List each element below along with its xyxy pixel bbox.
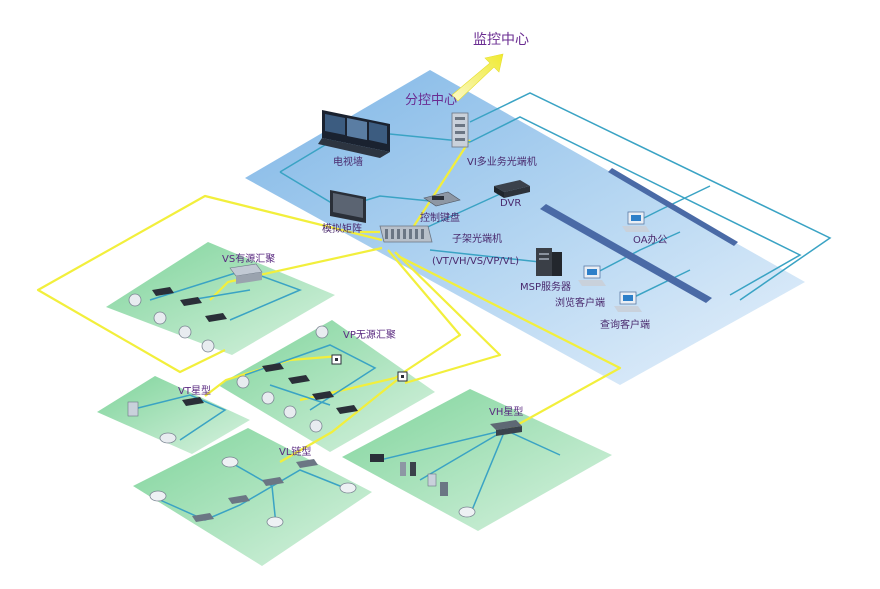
vi-optical-label: VI多业务光端机 (467, 155, 537, 168)
net-query (627, 269, 691, 301)
net-vl (159, 469, 346, 521)
analog-matrix-label: 模拟矩阵 (322, 222, 362, 235)
oa-computer (622, 211, 650, 232)
control-keyboard-label: 控制键盘 (420, 211, 460, 224)
browse-client-computer (578, 265, 606, 286)
backbone-bar-upper (608, 168, 738, 246)
vs-cameras (128, 293, 215, 353)
net-vp-2 (269, 384, 331, 406)
dvr-label: DVR (500, 198, 521, 209)
net-vt (129, 394, 227, 441)
backbone-bar-lower (540, 204, 712, 303)
control-keyboard (423, 191, 461, 207)
net-loop-inner (469, 116, 802, 296)
vt-devices (127, 397, 204, 444)
fiber-vh (397, 255, 622, 431)
tv-wall-label: 电视墙 (333, 155, 363, 168)
fiber-loop-vp-2 (394, 251, 502, 385)
vp-passive-splitters (331, 354, 408, 382)
net-rack-msp (429, 249, 541, 263)
msp-server-label: MSP服务器 (520, 280, 571, 293)
query-client-label: 查询客户端 (600, 318, 650, 331)
vp-zone-label: VP无源汇聚 (343, 328, 396, 341)
vp-cameras (236, 325, 329, 433)
vi-optical-transceiver (451, 112, 469, 148)
analog-matrix (330, 190, 366, 223)
vt-zone-label: VT星型 (178, 384, 211, 397)
net-vs (149, 269, 303, 321)
net-browse (591, 231, 681, 276)
vp-encoders (262, 363, 358, 414)
vs-zone-label: VS有源汇聚 (222, 252, 275, 265)
rack-optical-transceiver (379, 225, 433, 243)
query-client-computer (614, 291, 642, 312)
vh-zone-label: VH星型 (489, 405, 523, 418)
vs-encoders (152, 287, 227, 322)
vl-cameras (149, 456, 357, 528)
net-loop-outer (469, 92, 832, 301)
oa-office-label: OA办公 (633, 233, 668, 246)
msp-server (536, 248, 562, 276)
fiber-to-vi (409, 139, 471, 233)
fiber-lines (36, 139, 622, 463)
monitor-center-label: 监控中心 (473, 32, 529, 48)
vs-aggregator-device (229, 263, 263, 284)
sub-center-label: 分控中心 (405, 93, 457, 108)
arrow-to-monitor-center (451, 53, 504, 102)
fiber-loop-vs (36, 194, 383, 374)
net-vp (244, 344, 377, 411)
fiber-vl (279, 379, 398, 463)
vt-zone-plane (97, 376, 250, 454)
net-vs-2 (189, 289, 251, 301)
tv-wall (318, 110, 390, 158)
vh-devices (370, 420, 522, 518)
rack-optical-label-2: (VT/VH/VS/VP/VL) (432, 256, 519, 267)
dvr-device (494, 180, 530, 198)
net-vl-2 (229, 461, 277, 526)
vl-zone-label: VL链型 (279, 445, 311, 458)
vl-devices (192, 459, 318, 522)
vh-zone-plane (342, 389, 612, 531)
fiber-loop-vs-inner (209, 246, 383, 301)
rack-optical-label-1: 子架光端机 (452, 232, 502, 245)
vp-zone-plane (218, 320, 435, 452)
vs-zone-plane (106, 242, 335, 355)
browse-client-label: 浏览客户端 (555, 296, 605, 309)
